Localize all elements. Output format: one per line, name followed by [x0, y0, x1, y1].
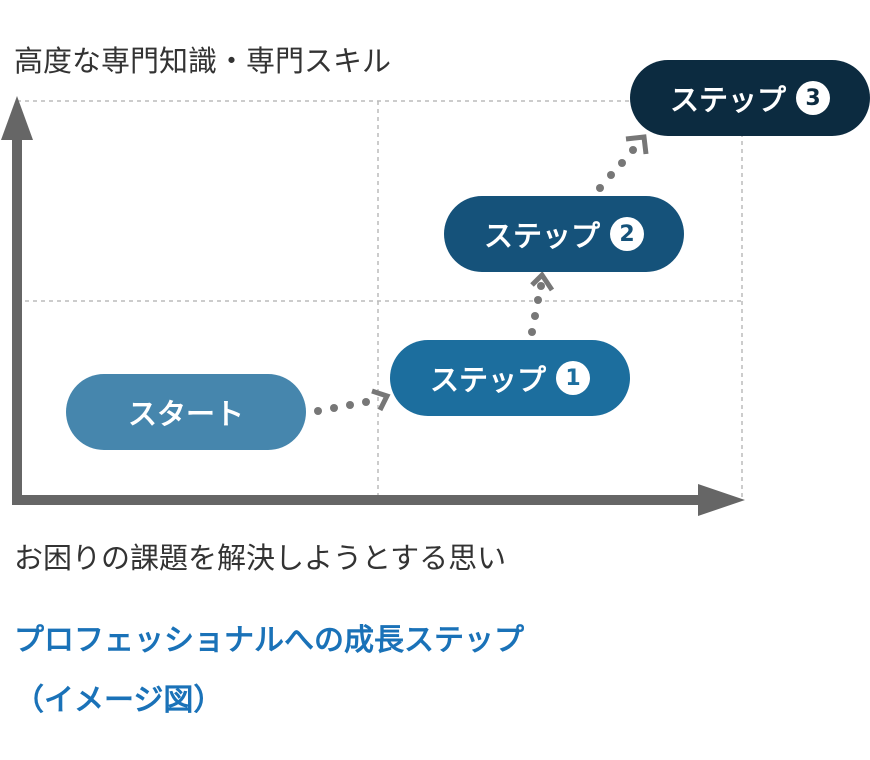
- y-axis-label: 高度な専門知識・専門スキル: [14, 44, 392, 78]
- x-axis-arrow: [12, 484, 745, 516]
- y-axis-arrow: [1, 96, 33, 505]
- grid-lines: [17, 100, 743, 500]
- step-1-label: ステップ: [429, 363, 546, 397]
- caption-line-1: プロフェッショナルへの成長ステップ: [14, 623, 524, 658]
- step-1-pill: ステップ 1: [390, 340, 630, 416]
- x-axis-label: お困りの課題を解決しようとする思い: [14, 541, 507, 575]
- step-1-number: 1: [556, 361, 590, 395]
- step-3-pill: ステップ 3: [630, 60, 870, 136]
- step-2-label: ステップ: [483, 219, 600, 253]
- step-2-number: 2: [610, 217, 644, 251]
- caption-line-2: （イメージ図）: [14, 683, 224, 718]
- dotted-arrows: [314, 134, 649, 415]
- step-2-pill: ステップ 2: [444, 196, 684, 272]
- step-3-label: ステップ: [669, 83, 786, 117]
- step-3-number: 3: [796, 81, 830, 115]
- start-label: スタート: [127, 397, 244, 431]
- start-pill: スタート: [66, 374, 306, 450]
